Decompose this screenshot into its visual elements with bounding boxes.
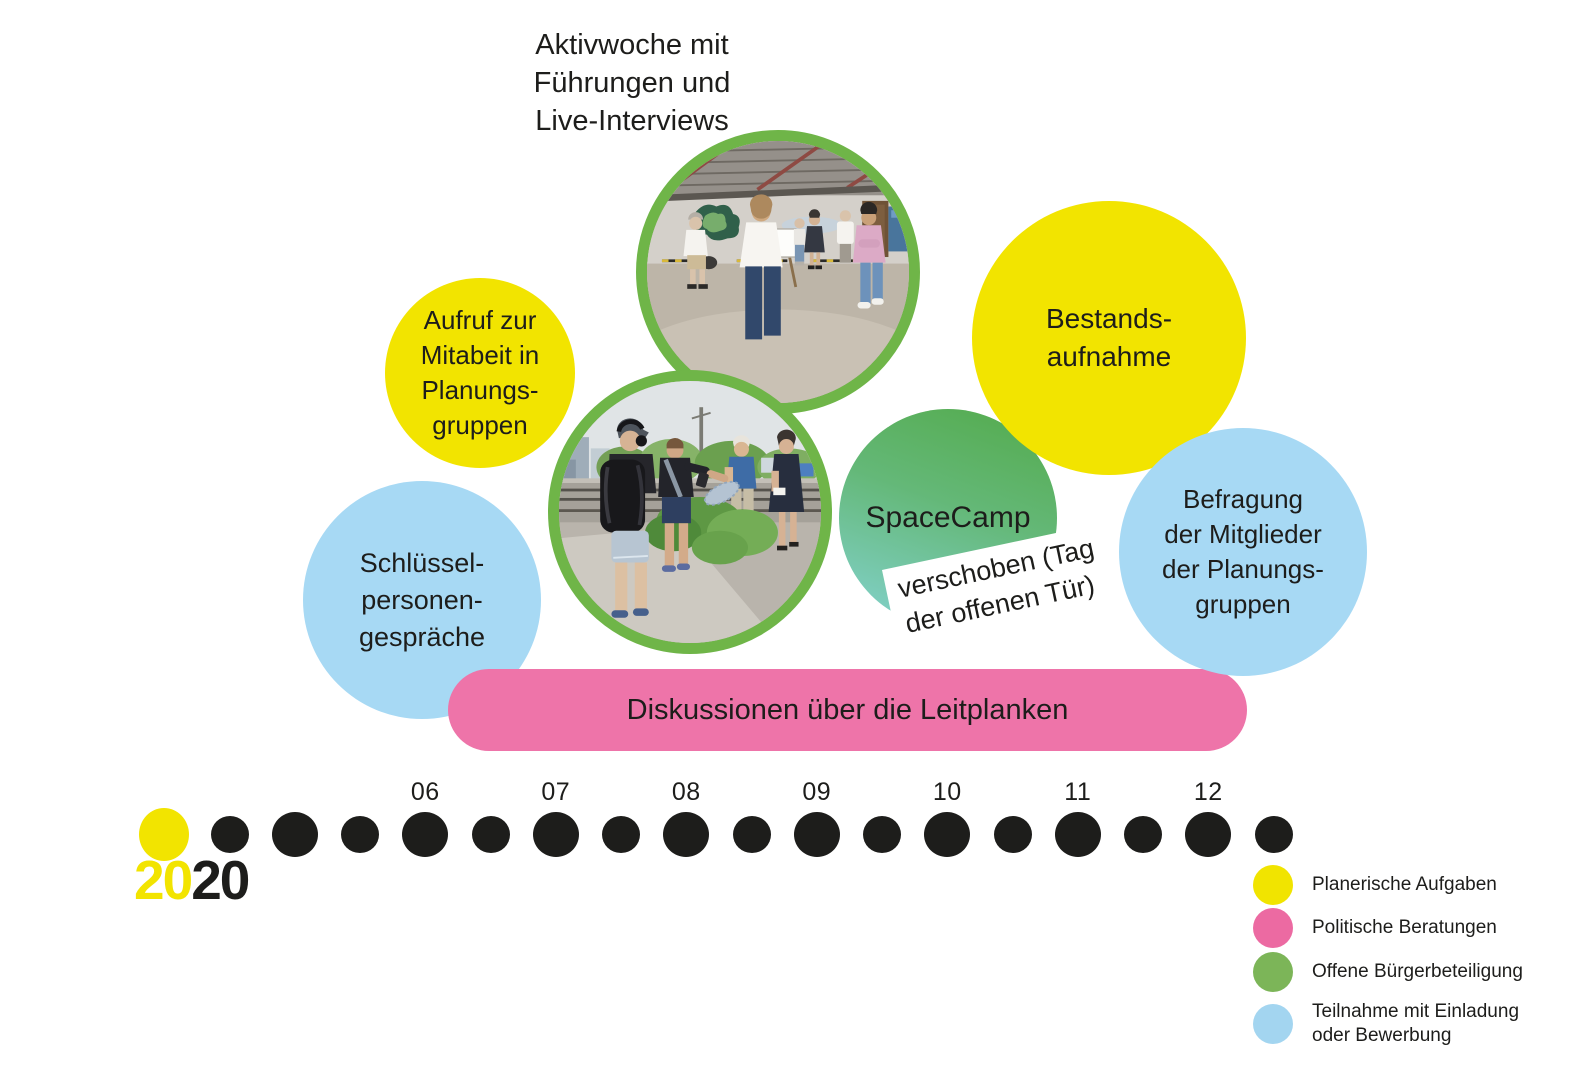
bubble-spacecamp-label: SpaceCamp <box>865 501 1031 534</box>
bubble-befragung-mitglieder: Befragung der Mitglieder der Planungs- g… <box>1119 428 1367 676</box>
legend-dot-blue <box>1253 1004 1293 1044</box>
timeline-dot <box>1185 811 1232 857</box>
person-man-white-shirt-right <box>836 210 854 263</box>
legend-label: Teilnahme mit Einladung oder Bewerbung <box>1312 1001 1520 1046</box>
month-label-10: 10 <box>932 778 962 806</box>
timeline-dot <box>863 815 901 853</box>
timeline-dot <box>471 815 510 853</box>
bar-label: Diskussionen über die Leitplanken <box>626 693 1069 726</box>
timeline-dot <box>663 811 710 857</box>
person-sound-engineer <box>658 438 729 572</box>
bubble-aufruf-label: Aufruf zur Mitabeit in Planungs- gruppen <box>420 305 540 440</box>
person-older-man <box>683 212 708 289</box>
legend-item-politische-beratungen: Politische Beratungen <box>1253 908 1497 948</box>
boom-microphone <box>703 480 740 506</box>
legend-label: Politische Beratungen <box>1312 917 1497 938</box>
timeline-dot <box>793 811 840 857</box>
timeline-dot <box>602 815 640 853</box>
timeline-dot <box>341 815 379 853</box>
bubble-bestand-label: Bestands- aufnahme <box>1045 303 1173 372</box>
timeline-dot <box>271 811 318 857</box>
year-2020: 2020 <box>134 853 250 908</box>
bubble-bestandsaufnahme: Bestands- aufnahme <box>972 201 1246 475</box>
year-rest: 20 <box>191 849 250 911</box>
timeline-dot <box>1054 811 1101 857</box>
month-label-09: 09 <box>802 778 832 806</box>
timeline-dot <box>532 811 579 857</box>
bubble-aufruf-planungsgruppen: Aufruf zur Mitabeit in Planungs- gruppen <box>385 278 575 468</box>
month-label-11: 11 <box>1064 778 1092 806</box>
legend-item-teilnahme-einladung: Teilnahme mit Einladung oder Bewerbung <box>1253 1000 1519 1048</box>
legend-label: Offene Bürgerbeteiligung <box>1312 961 1523 982</box>
timeline-dot <box>1254 815 1293 853</box>
photo1-caption: Aktivwoche mit Führungen und Live-Interv… <box>533 29 731 137</box>
timeline-dot <box>732 815 771 853</box>
photo-interview-scene <box>559 381 821 643</box>
person-man-center <box>739 194 783 340</box>
legend-dot-pink <box>1253 908 1293 948</box>
bar-diskussionen-leitplanken: Diskussionen über die Leitplanken <box>448 669 1247 751</box>
bubble-schluesselpersonengespraeche: Schlüssel- personen- gespräche <box>303 481 541 719</box>
month-label-12: 12 <box>1193 778 1223 806</box>
legend-item-offene-buergerbeteiligung: Offene Bürgerbeteiligung <box>1253 952 1523 992</box>
photo-aktivwoche-scene <box>647 141 909 403</box>
person-woman-dark-dress <box>804 209 825 270</box>
month-label-07: 07 <box>541 778 571 806</box>
timeline-dot <box>924 811 971 857</box>
legend-dot-yellow <box>1253 865 1293 905</box>
year-highlight: 20 <box>134 849 193 911</box>
legend-label: Planerische Aufgaben <box>1312 874 1497 895</box>
month-label-06: 06 <box>410 778 440 806</box>
bubble-schluessel-label: Schlüssel- personen- gespräche <box>358 547 486 652</box>
bubble-befragung-label: Befragung der Mitglieder der Planungs- g… <box>1162 484 1324 619</box>
photo-interview <box>548 370 832 654</box>
person-reporter-backpack <box>600 418 657 618</box>
timeline-dot <box>1124 815 1162 853</box>
person-man-pink-shirt <box>852 201 886 309</box>
legend-dot-green <box>1253 952 1293 992</box>
month-label-08: 08 <box>671 778 701 806</box>
person-woman-interviewer <box>768 429 805 551</box>
timeline-dot <box>993 815 1032 853</box>
timeline-dot <box>210 815 249 853</box>
legend-item-planerische-aufgaben: Planerische Aufgaben <box>1253 865 1497 905</box>
person-woman-light <box>793 218 806 266</box>
photo-aktivwoche <box>636 130 920 414</box>
timeline-dot <box>402 811 449 857</box>
